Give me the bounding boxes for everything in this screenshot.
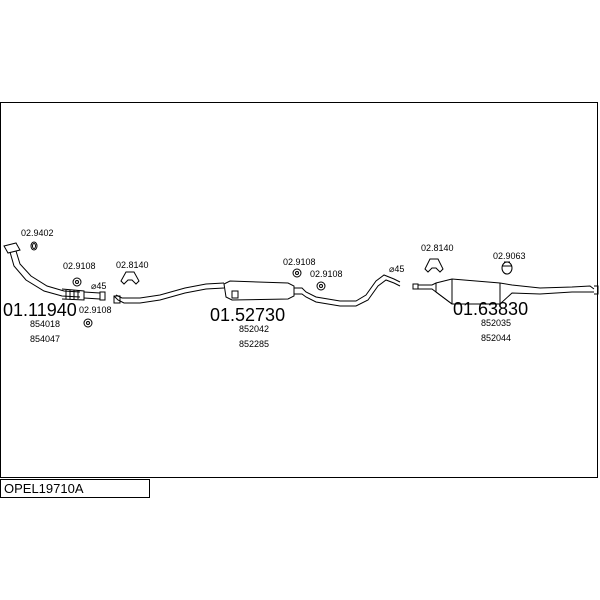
assembly-code-2: 01.52730 (210, 305, 285, 325)
mount-02-9108-b (83, 318, 93, 328)
clamp-02-8140-b (424, 258, 444, 273)
part-label-3: 02.8140 (116, 260, 149, 270)
assembly-ref-1a: 854018 (30, 319, 60, 329)
diameter-label-1: ⌀45 (91, 281, 106, 291)
clamp-02-8140-a (120, 271, 140, 285)
diameter-label-2: ⌀45 (389, 264, 404, 274)
mount-02-9108-c (292, 268, 302, 278)
footer-code-box: OPEL19710A (0, 479, 150, 498)
part-label-7: 02.8140 (421, 243, 454, 253)
assembly-code-1: 01.11940 (3, 300, 77, 320)
assembly-ref-3b: 852044 (481, 333, 511, 343)
footer-code: OPEL19710A (4, 481, 84, 496)
part-label-2: 02.9108 (63, 261, 96, 271)
mount-02-9108-a (72, 277, 82, 287)
assembly-ref-2a: 852042 (239, 324, 269, 334)
mount-02-9402 (30, 241, 38, 251)
assembly-ref-2b: 852285 (239, 339, 269, 349)
part-label-4: 02.9108 (79, 305, 112, 315)
mount-02-9108-d (316, 281, 326, 291)
part-label-6: 02.9108 (310, 269, 343, 279)
assembly-ref-3a: 852035 (481, 318, 511, 328)
front-pipe (3, 242, 106, 301)
part-label-8: 02.9063 (493, 251, 526, 261)
assembly-code-3: 01.63830 (453, 299, 528, 319)
assembly-ref-1b: 854047 (30, 334, 60, 344)
middle-pipe (113, 274, 401, 307)
part-label-1: 02.9402 (21, 228, 54, 238)
mount-02-9063 (501, 261, 513, 275)
part-label-5: 02.9108 (283, 257, 316, 267)
rear-silencer (412, 278, 599, 305)
